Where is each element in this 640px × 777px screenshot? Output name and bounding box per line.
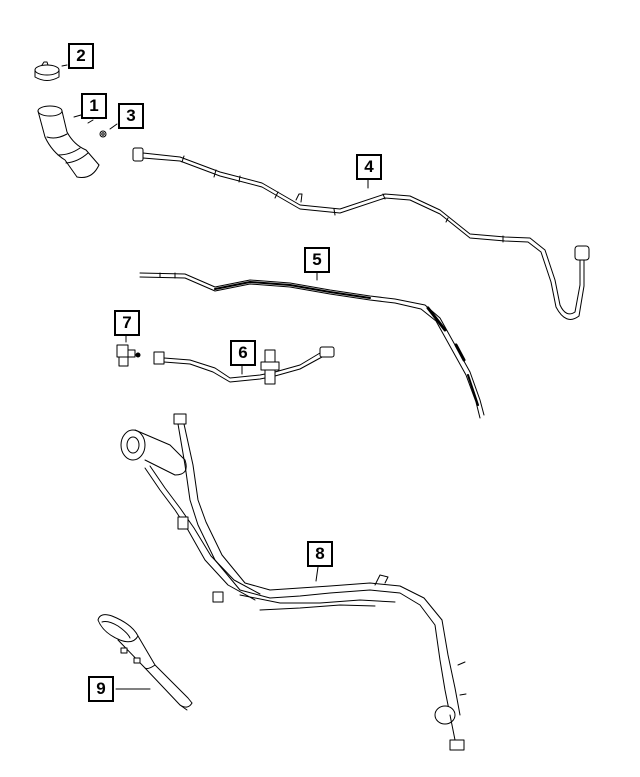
vapor-line-part (139, 271, 485, 419)
callout-9[interactable]: 9 (88, 676, 114, 702)
callout-1[interactable]: 1 (81, 93, 107, 119)
valve-connector-part (116, 335, 141, 367)
nut-part (99, 123, 118, 138)
filler-tube-assembly-part (120, 413, 467, 751)
callout-6[interactable]: 6 (230, 340, 256, 366)
callout-3[interactable]: 3 (118, 103, 144, 129)
hose-clamp-part (34, 61, 68, 81)
callout-2[interactable]: 2 (68, 43, 94, 69)
callout-4[interactable]: 4 (356, 154, 382, 180)
fuel-tube-long-part (132, 147, 590, 320)
callout-5[interactable]: 5 (304, 247, 330, 273)
vent-tube-part (153, 346, 335, 385)
filler-neck-shield-part (97, 614, 193, 711)
filler-hose-part (37, 105, 100, 178)
callout-8[interactable]: 8 (307, 541, 333, 567)
callout-7[interactable]: 7 (114, 310, 140, 336)
